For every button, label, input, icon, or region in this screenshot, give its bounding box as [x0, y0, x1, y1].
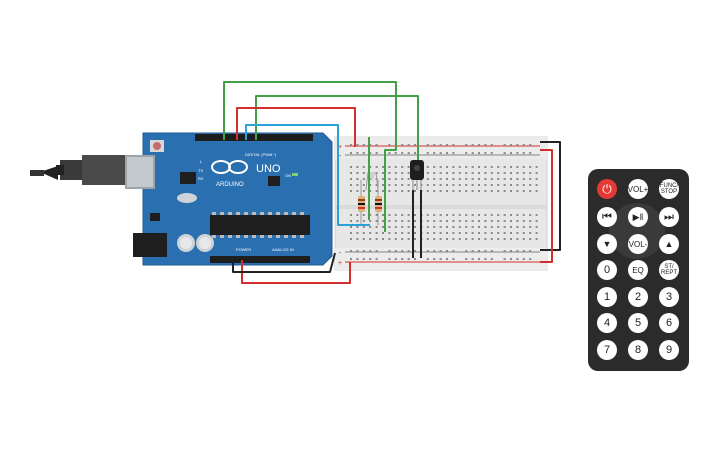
wire-red-top[interactable] — [236, 107, 356, 147]
button-7[interactable]: 7 — [597, 340, 617, 360]
vol-down-button[interactable]: VOL- — [628, 234, 648, 254]
atmega-chip — [210, 215, 310, 235]
wire-black-rail[interactable] — [540, 141, 561, 251]
func-stop-button[interactable]: FUNC/ STOP — [659, 179, 679, 199]
wire-red-rail[interactable] — [540, 149, 553, 263]
crystal — [177, 193, 197, 203]
button-3[interactable]: 3 — [659, 287, 679, 307]
tx-label: TX — [198, 168, 203, 173]
rail-minus-top: - — [339, 153, 342, 160]
wire-green-1[interactable] — [223, 81, 397, 232]
rail-minus-bottom: - — [339, 250, 342, 257]
button-8[interactable]: 8 — [628, 340, 648, 360]
button-6[interactable]: 6 — [659, 313, 679, 333]
button-4[interactable]: 4 — [597, 313, 617, 333]
button-5[interactable]: 5 — [628, 313, 648, 333]
down-icon: ▼ — [602, 239, 612, 249]
on-led — [292, 173, 298, 176]
button-2[interactable]: 2 — [628, 287, 648, 307]
on-led-label: ON — [285, 173, 291, 178]
arduino-logo-text: ARDUINO — [216, 182, 244, 188]
digital-pins-label: DIGITAL (PWM~) — [245, 152, 277, 157]
board-model: UNO — [256, 163, 281, 175]
digital-header[interactable] — [195, 134, 313, 141]
button-0[interactable]: 0 — [597, 260, 617, 280]
down-button[interactable]: ▼ — [597, 234, 617, 254]
l-led-label: L — [200, 159, 203, 164]
vol-up-button[interactable]: VOL+ — [628, 179, 648, 199]
st-rept-button[interactable]: ST/ REPT — [659, 260, 679, 280]
button-1[interactable]: 1 — [597, 287, 617, 307]
next-button[interactable]: ⏭ — [659, 207, 679, 227]
breadboard[interactable] — [334, 136, 548, 271]
up-button[interactable]: ▲ — [659, 234, 679, 254]
prev-button[interactable]: ⏮ — [597, 207, 617, 227]
next-icon: ⏭ — [664, 210, 674, 223]
wire-blue[interactable] — [245, 124, 370, 226]
eq-button[interactable]: EQ — [628, 260, 648, 280]
prev-icon: ⏮ — [602, 210, 612, 223]
resistor-1[interactable] — [358, 180, 365, 225]
arduino-logo — [211, 160, 248, 174]
rx-label: RX — [198, 176, 204, 181]
breadboard-holes — [350, 144, 538, 260]
wire-green-2[interactable] — [255, 95, 419, 160]
small-ic — [180, 172, 196, 184]
power-jack — [133, 233, 167, 257]
power-button[interactable]: ⏻ — [597, 179, 617, 199]
usb-cable[interactable] — [30, 155, 130, 185]
ir-remote[interactable]: ⏻ VOL+ FUNC/ STOP ⏮ ▶‖ ⏭ ▼ VOL- ▲ 0 EQ S… — [588, 169, 689, 371]
power-icon: ⏻ — [602, 181, 612, 196]
power-analog-header[interactable] — [210, 256, 310, 263]
ir-receiver[interactable] — [410, 160, 424, 190]
play-pause-icon: ▶‖ — [632, 211, 644, 222]
up-icon: ▲ — [664, 239, 674, 249]
rail-plus-top: + — [338, 144, 342, 151]
arduino-board[interactable] — [125, 132, 333, 266]
play-pause-button[interactable]: ▶‖ — [628, 207, 648, 227]
power-pins-label: POWER — [236, 247, 251, 252]
wire-black-bottom[interactable] — [232, 252, 336, 273]
analog-pins-label: ANALOG IN — [272, 247, 294, 252]
rail-plus-bottom: + — [338, 260, 342, 267]
button-9[interactable]: 9 — [659, 340, 679, 360]
